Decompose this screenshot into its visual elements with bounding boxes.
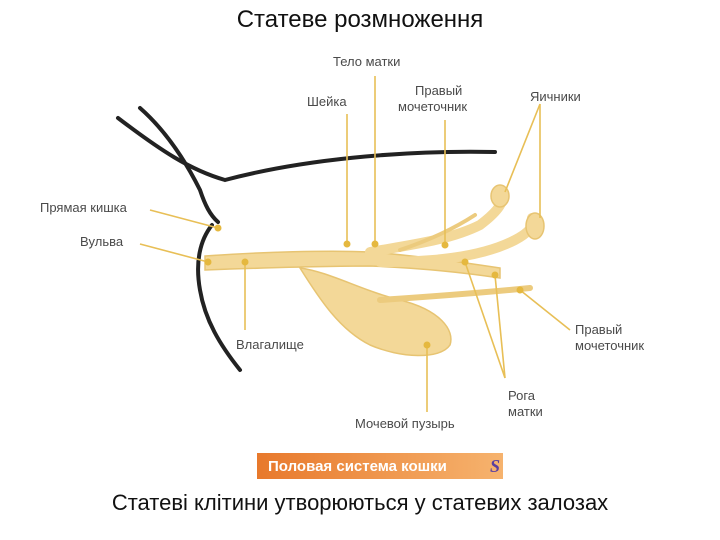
ureter-upper <box>398 213 477 252</box>
ovary-lower <box>525 212 545 240</box>
tail-outline <box>138 106 220 224</box>
ovary-upper <box>490 184 510 208</box>
perineum-outline <box>196 223 242 372</box>
banner-bar <box>257 453 503 479</box>
leader-lines <box>139 76 571 412</box>
label-vagina: Влагалище <box>236 337 304 352</box>
uterine-horn-upper <box>365 187 508 257</box>
publisher-logo-icon: S <box>490 456 500 476</box>
back-outline <box>116 116 497 183</box>
label-bladder: Мочевой пузырь <box>355 416 455 431</box>
ureter-lower <box>377 285 533 303</box>
anchor-dots <box>204 224 524 349</box>
label-cervix: Шейка <box>307 94 347 109</box>
label-ovaries: Яичники <box>530 89 581 104</box>
slide-title: Статеве розмноження <box>236 6 484 33</box>
label-rectum: Прямая кишка <box>40 200 128 215</box>
banner-text: Половая система кошки <box>268 458 447 475</box>
label-vulva: Вульва <box>80 234 124 249</box>
slide-caption: Статеві клітини утворюються у статевих з… <box>111 490 609 515</box>
bladder-shape <box>298 267 452 357</box>
label-body: Тело матки <box>333 54 400 69</box>
